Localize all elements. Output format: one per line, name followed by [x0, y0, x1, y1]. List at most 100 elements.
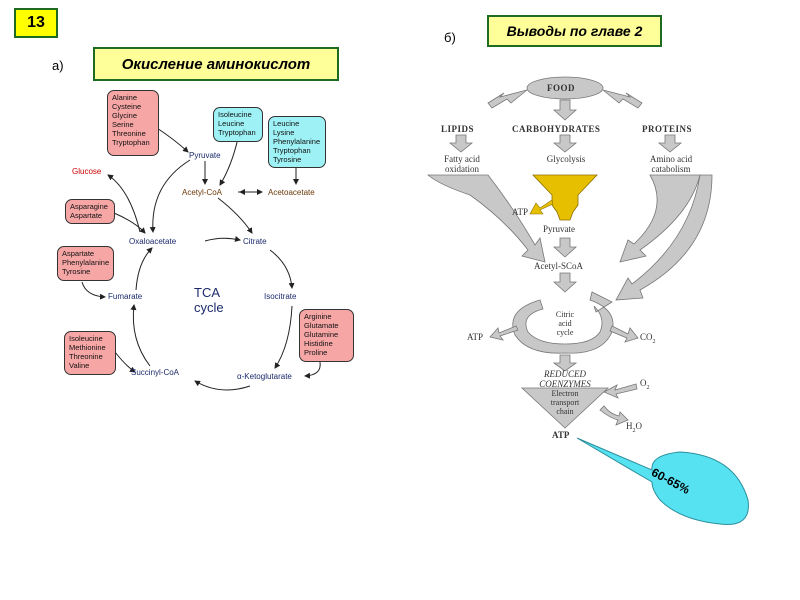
etc-line3: chain: [556, 407, 574, 416]
reduced-coenzymes-label: REDUCED COENZYMES: [525, 369, 605, 389]
fatty-acid-oxidation-label: Fatty acid oxidation: [434, 154, 490, 174]
co2-subscript: 2: [652, 338, 656, 345]
atp-final-label: ATP: [552, 430, 570, 440]
fatty-acid-line1: Fatty acid: [444, 154, 480, 164]
atp-glycolysis-label: ATP: [512, 207, 529, 217]
cycle-arc-succinyl-fumarate: [130, 304, 151, 367]
metabolite-ketoglutarate: α-Ketoglutarate: [237, 372, 292, 381]
arrow-food-lipids: [487, 89, 528, 109]
callout-bubble: [576, 437, 749, 525]
part-b-title: Выводы по главе 2: [487, 15, 662, 47]
amino-acid-box-acetoacetate: Leucine Lysine Phenylalanine Tryptophan …: [268, 116, 326, 168]
arrow-lipids-fatty: [448, 134, 474, 153]
o2-text: O: [640, 378, 647, 388]
amino-acid-label: Histidine: [304, 339, 333, 348]
glycolysis-atp-branch: [529, 199, 554, 215]
arrow-cycle-co2: [609, 325, 639, 343]
amino-acid-label: Tyrosine: [273, 155, 302, 164]
tca-cycle-label: TCA cycle: [194, 285, 224, 315]
metabolite-succinyl-coa: Succinyl-CoA: [131, 368, 180, 377]
amino-acid-line2: catabolism: [651, 164, 691, 174]
amino-acid-label: Methionine: [69, 343, 106, 352]
arrow-carbs-glycolysis: [552, 134, 578, 153]
amino-acid-label: Serine: [112, 120, 134, 129]
amino-acid-label: Tryptophan: [273, 146, 311, 155]
amino-acid-label: Glycine: [112, 111, 138, 120]
amino-acid-label: Cysteine: [112, 102, 142, 111]
proteins-label: PROTEINS: [642, 124, 693, 134]
arrow-aa4-oxalo: [113, 212, 146, 234]
amino-acid-box-fumarate: Aspartate Phenylalanine Tyrosine: [57, 246, 114, 281]
o2-label: O2: [640, 378, 650, 391]
arrow-acetyl-citrate: [217, 197, 253, 234]
amino-acid-label: Tryptophan: [218, 128, 256, 137]
arrow-h2o-out: [599, 405, 629, 426]
amino-acid-label: Glutamine: [304, 330, 339, 339]
cycle-arc-isocitrate-keto: [274, 305, 293, 369]
arrow-food-proteins: [602, 89, 643, 109]
amino-acid-label: Asparagine: [70, 202, 108, 211]
amino-acid-label: Lysine: [273, 128, 295, 137]
tca-label-line1: TCA: [194, 285, 220, 300]
arrow-amino-acetyl: [619, 174, 701, 263]
h2o-subscript: 2: [632, 427, 636, 434]
amino-acid-label: Phenylalanine: [273, 137, 321, 146]
h2o-text-h: H: [626, 421, 633, 431]
food-ellipse: [526, 76, 604, 100]
o2-subscript: 2: [646, 384, 650, 391]
co2-text: CO: [640, 332, 653, 342]
metabolite-citrate: Citrate: [243, 237, 267, 246]
etc-line1: Electron: [551, 389, 579, 398]
h2o-label: H2O: [626, 421, 642, 434]
metabolite-acetoacetate: Acetoacetate: [268, 188, 315, 197]
arrow-aa7-succinyl: [114, 351, 136, 373]
reduced-line2: COENZYMES: [539, 379, 591, 389]
part-b-label: б): [444, 30, 456, 45]
arrow-aa2-acetyl: [219, 137, 239, 186]
metabolite-glucose: Glucose: [72, 167, 102, 176]
citric-line1: Citric: [555, 310, 575, 319]
arrow-pyruvate-acetylscoa: [552, 237, 578, 258]
amino-acid-label: Leucine: [218, 119, 245, 128]
amino-acid-label: Threonine: [69, 352, 103, 361]
arrow-cycle-reduced: [552, 354, 578, 372]
arrow-pyruvate-oxalo: [149, 159, 191, 233]
amino-acid-label: Leucine: [273, 119, 300, 128]
citric-acid-cycle-label: Citric acid cycle: [543, 310, 587, 337]
arrow-amino-cycle: [615, 174, 713, 301]
h2o-text-o: O: [635, 421, 643, 431]
food-label: FOOD: [547, 83, 575, 93]
cycle-arc-citrate-isocitrate: [269, 249, 295, 289]
amino-acid-label: Aspartate: [70, 211, 103, 220]
etc-line2: transport: [550, 398, 580, 407]
metabolite-fumarate: Fumarate: [108, 292, 143, 301]
fatty-acid-line2: oxidation: [445, 164, 479, 174]
amino-acid-catabolism-label: Amino acid catabolism: [642, 154, 700, 174]
arrow-proteins-amino: [657, 134, 683, 153]
citric-line3: cycle: [556, 328, 574, 337]
amino-acid-line1: Amino acid: [649, 154, 693, 164]
metabolite-isocitrate: Isocitrate: [264, 292, 297, 301]
slide-number: 13: [14, 8, 58, 38]
amino-acid-label: Threonine: [112, 129, 146, 138]
metabolite-pyruvate: Pyruvate: [189, 151, 221, 160]
reduced-line1: REDUCED: [544, 369, 586, 379]
amino-acid-label: Isoleucine: [69, 334, 103, 343]
amino-acid-box-acetylcoa: Isoleucine Leucine Tryptophan: [213, 107, 263, 142]
arrow-oxalo-glucose: [107, 174, 141, 233]
cycle-arc-keto-succinyl: [194, 380, 251, 391]
tca-label-line2: cycle: [194, 300, 224, 315]
amino-acid-label: Phenylalanine: [62, 258, 110, 267]
amino-acid-label: Valine: [69, 361, 90, 370]
cycle-arc-oxalo-citrate: [204, 235, 241, 242]
amino-acid-box-ketoglutarate: Arginine Glutamate Glutamine Histidine P…: [299, 309, 354, 362]
amino-acid-label: Isoleucine: [218, 110, 252, 119]
arrow-aa1-pyruvate: [156, 127, 189, 153]
lipids-label: LIPIDS: [441, 124, 475, 134]
amino-acid-box-succinylcoa: Isoleucine Methionine Threonine Valine: [64, 331, 116, 375]
acetyl-scoa-label: Acetyl-SCoA: [534, 261, 583, 271]
amino-acid-box-pyruvate: Alanine Cysteine Glycine Serine Threonin…: [107, 90, 159, 156]
amino-acid-label: Alanine: [112, 93, 138, 102]
